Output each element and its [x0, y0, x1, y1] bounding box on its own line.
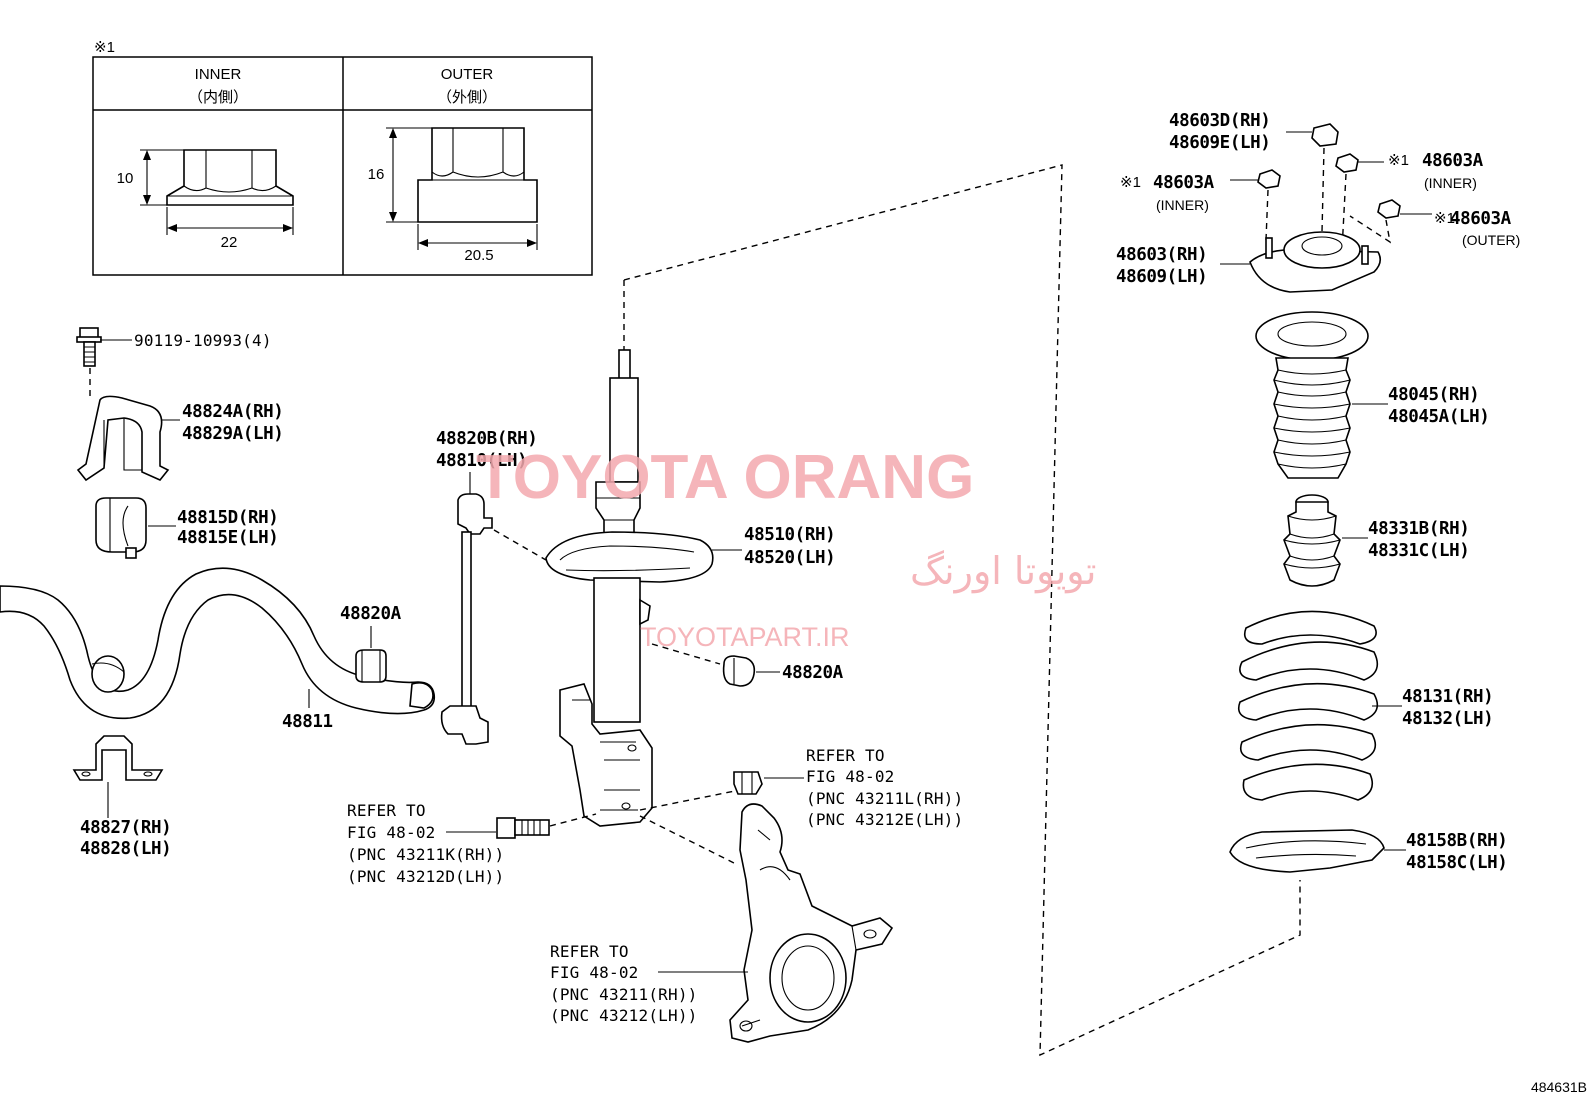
nut-48603A-outer-drawing [1349, 199, 1432, 244]
refer-knuckle-block: REFER TO FIG 48-02 (PNC 43211(RH)) (PNC … [550, 942, 698, 1025]
refer-bolt-line3: (PNC 43211K(RH)) [347, 845, 504, 864]
label-48045: 48045(RH) [1388, 385, 1479, 405]
label-48158C: 48158C(LH) [1406, 853, 1507, 873]
inner-nut-drawing [140, 149, 294, 235]
bump-stopper-48331B-drawing [1283, 494, 1368, 587]
label-48603A-inner-left: 48603A [1153, 173, 1215, 193]
dust-boot-48045-drawing [1255, 311, 1388, 479]
watermark-brand-fa: تویوتا اورنگ [910, 549, 1097, 594]
label-48811: 48811 [282, 712, 333, 732]
inset-marker: ※1 [94, 39, 115, 56]
label-48820A-nut: 48820A [782, 663, 844, 683]
label-48609: 48609(LH) [1116, 267, 1207, 287]
bracket-48827-drawing [72, 735, 164, 818]
stabilizer-bar-48811-drawing [0, 567, 436, 720]
watermark-brand: TOYOTA ORANG [476, 443, 974, 512]
label-48609E: 48609E(LH) [1169, 133, 1270, 153]
label-48815D: 48815D(RH) [177, 508, 278, 528]
inner-height-value: 10 [117, 170, 134, 187]
label-48603: 48603(RH) [1116, 245, 1207, 265]
label-48827: 48827(RH) [80, 818, 171, 838]
refer-nut-line3: (PNC 43211L(RH)) [806, 789, 963, 808]
refer-bolt-block: REFER TO FIG 48-02 (PNC 43211K(RH)) (PNC… [347, 801, 504, 886]
lower-bolt-drawing [446, 813, 597, 839]
spring-seat-48158B-drawing [1229, 829, 1406, 873]
tag-inner-right: (INNER) [1424, 175, 1477, 191]
refer-nut-line2: FIG 48-02 [806, 767, 895, 786]
label-90119: 90119-10993(4) [134, 331, 272, 350]
outer-header-sub: （外側） [437, 89, 497, 106]
bushing-48815D-drawing [95, 497, 176, 559]
refer-nut-line1: REFER TO [806, 746, 885, 765]
inner-header: INNER [195, 66, 242, 83]
outer-header: OUTER [441, 66, 494, 83]
label-48045A: 48045A(LH) [1388, 407, 1489, 427]
inner-header-sub: （内側） [188, 89, 248, 106]
refer-bolt-line1: REFER TO [347, 801, 426, 820]
label-48820A-top: 48820A [340, 604, 402, 624]
figure-code: 484631B [1531, 1079, 1587, 1095]
refer-nut-block: REFER TO FIG 48-02 (PNC 43211L(RH)) (PNC… [806, 746, 963, 829]
nut-48603A-inner-right-drawing [1335, 153, 1384, 251]
top-nut-48603D-drawing [1286, 123, 1339, 233]
nut-48820A-drawing [722, 655, 780, 687]
refer-knuckle-line4: (PNC 43212(LH)) [550, 1006, 698, 1025]
bolt-90119-drawing [76, 327, 132, 400]
nut-48603A-inner-left-drawing [1230, 169, 1281, 241]
label-48331B: 48331B(RH) [1368, 519, 1469, 539]
tag-outer: (OUTER) [1462, 232, 1520, 248]
nut-dimension-inset: ※1 INNER （内側） OUTER （外側） 10 22 [92, 39, 593, 276]
assembly-outline [623, 164, 1301, 1057]
lower-nut-drawing [733, 771, 804, 795]
watermark-site: TOYOTAPART.IR [640, 622, 850, 652]
label-48828: 48828(LH) [80, 839, 171, 859]
label-48829A: 48829A(LH) [182, 424, 283, 444]
outer-height-value: 16 [368, 166, 385, 183]
refer-bolt-line4: (PNC 43212D(LH)) [347, 867, 504, 886]
strut-assembly-48510-drawing [545, 349, 742, 865]
label-48603D: 48603D(RH) [1169, 111, 1270, 131]
outer-nut-drawing [386, 127, 538, 250]
inner-width-value: 22 [221, 234, 238, 251]
mark-outer: ※1 [1434, 210, 1455, 227]
label-48810: 48810(LH) [436, 451, 527, 471]
label-48815E: 48815E(LH) [177, 528, 278, 548]
label-48520: 48520(LH) [744, 548, 835, 568]
label-48132: 48132(LH) [1402, 709, 1493, 729]
label-48510: 48510(RH) [744, 525, 835, 545]
watermark: TOYOTA ORANG تویوتا اورنگ TOYOTAPART.IR [476, 443, 1097, 652]
bracket-48824A-drawing [76, 395, 180, 482]
refer-knuckle-line1: REFER TO [550, 942, 629, 961]
outer-width-value: 20.5 [464, 247, 493, 264]
label-48131: 48131(RH) [1402, 687, 1493, 707]
refer-nut-line4: (PNC 43212E(LH)) [806, 810, 963, 829]
refer-bolt-line2: FIG 48-02 [347, 823, 436, 842]
refer-knuckle-line2: FIG 48-02 [550, 963, 639, 982]
mark-inner-right: ※1 [1388, 152, 1409, 169]
stabilizer-link-48820B-drawing [440, 472, 547, 745]
label-48603A-outer: 48603A [1450, 209, 1512, 229]
mark-inner-left: ※1 [1120, 174, 1141, 191]
refer-knuckle-line3: (PNC 43211(RH)) [550, 985, 698, 1004]
label-48158B: 48158B(RH) [1406, 831, 1507, 851]
label-48603A-inner-right: 48603A [1422, 151, 1484, 171]
tag-inner-left: (INNER) [1156, 197, 1209, 213]
bushing-48820A-top-drawing [355, 626, 387, 683]
strut-mount-48603-drawing [1220, 231, 1382, 293]
label-48824A: 48824A(RH) [182, 402, 283, 422]
coil-spring-48131-drawing [1237, 610, 1402, 801]
steering-knuckle-drawing [658, 803, 894, 1043]
label-48331C: 48331C(LH) [1368, 541, 1469, 561]
label-48820B: 48820B(RH) [436, 429, 537, 449]
